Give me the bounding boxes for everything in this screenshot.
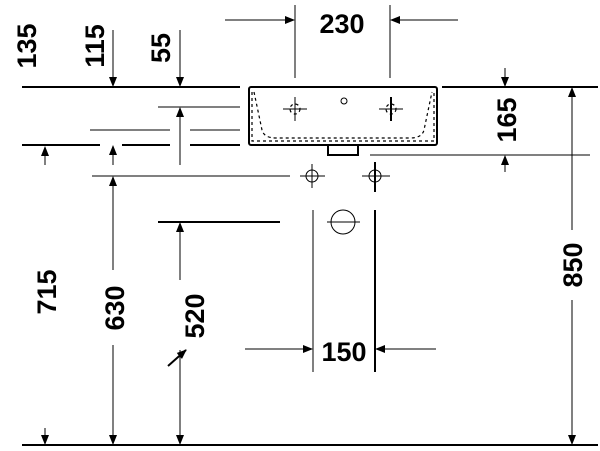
direction-arrow-icon [167,349,187,367]
dimension-label-135: 135 [12,23,42,68]
dimension-label-520: 520 [180,293,210,338]
dimension-label-115: 115 [80,24,110,68]
dimension-label-630: 630 [100,285,130,330]
tap-hole-left-icon [283,97,307,121]
dimension-230: 230 [225,5,458,78]
waste-outlet-icon [327,209,360,235]
dimension-850: 850 [558,87,588,445]
water-connection-right-icon [362,162,390,192]
dimension-630: 630 [100,176,130,445]
dimension-715: 715 [32,269,62,445]
overflow-hole-icon [340,97,348,105]
washbasin-front-view [248,86,438,156]
tap-hole-right-icon [379,97,403,121]
dimension-115: 115 [80,24,117,165]
dimension-label-230: 230 [319,9,364,39]
dimension-135: 135 [12,23,49,165]
dimension-150: 150 [245,210,436,372]
water-connection-left-icon [300,164,325,188]
dimension-label-715: 715 [32,269,62,314]
dimension-label-55: 55 [146,33,176,63]
dimension-55: 55 [146,30,184,165]
dimension-520: 520 [167,222,210,445]
dimension-label-850: 850 [558,242,588,287]
dimension-label-150: 150 [321,337,366,367]
dimension-165: 165 [492,68,522,172]
dimension-label-165: 165 [492,97,522,142]
